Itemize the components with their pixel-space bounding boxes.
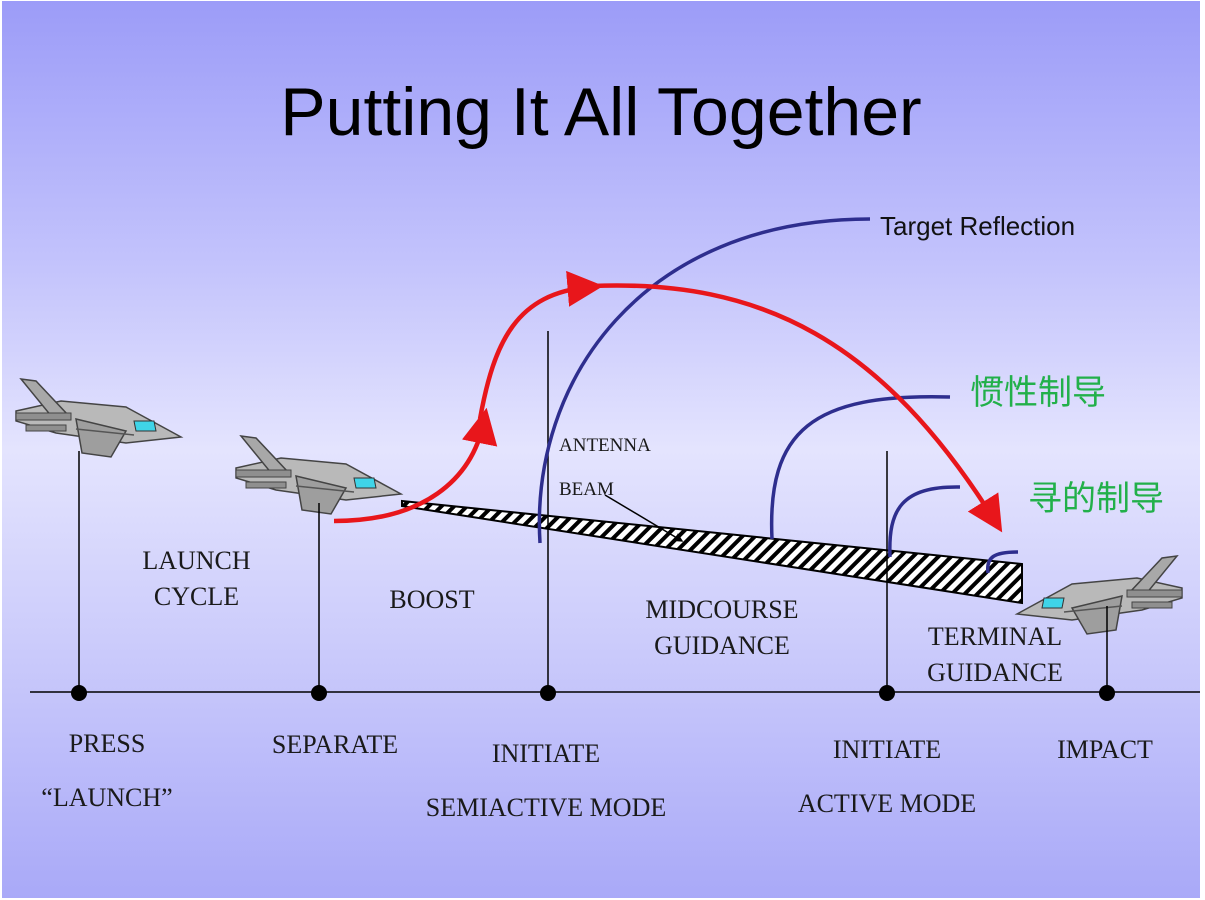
beam-pointer — [604, 494, 684, 542]
homing-guidance-label: 寻的制导 — [1028, 479, 1164, 519]
terminal-guidance-label: TERMINAL GUIDANCE — [927, 622, 1063, 687]
boost-label: BOOST — [389, 585, 475, 614]
event-separate: SEPARATE — [271, 730, 399, 759]
missile-trajectory-boost — [333, 407, 498, 524]
beam-label: BEAM — [559, 479, 614, 500]
event-dot-initiate-semiactive — [540, 685, 556, 701]
inertial-guidance-label: 惯性制导 — [970, 373, 1106, 413]
antenna-label: ANTENNA — [559, 435, 651, 456]
event-dot-initiate-active — [879, 685, 895, 701]
reflection-wave-tiny — [985, 550, 1019, 574]
reflection-wave-medium — [769, 394, 951, 540]
launch-cycle-label: LAUNCH CYCLE — [142, 546, 251, 611]
target-reflection-label: Target Reflection — [880, 211, 1076, 241]
missile-trajectory-climb — [477, 270, 604, 420]
reflection-wave-large — [537, 217, 871, 544]
event-dot-impact — [1099, 685, 1115, 701]
missile-trajectory-midcourse — [591, 283, 1003, 533]
event-initiate-semiactive: INITIATE SEMIACTIVE MODE — [425, 739, 667, 822]
event-dot-separate — [311, 685, 327, 701]
slide-title: Putting It All Together — [280, 74, 922, 150]
antenna-beam — [401, 499, 1023, 605]
event-press-launch: PRESS “LAUNCH” — [41, 729, 173, 812]
event-impact: IMPACT — [1057, 735, 1153, 764]
midcourse-guidance-label: MIDCOURSE GUIDANCE — [645, 595, 799, 660]
launch-aircraft-icon — [15, 378, 182, 458]
reflection-wave-small — [888, 485, 961, 558]
event-dot-press-launch — [71, 685, 87, 701]
separating-aircraft-icon — [235, 435, 402, 515]
event-initiate-active: INITIATE ACTIVE MODE — [797, 735, 977, 818]
